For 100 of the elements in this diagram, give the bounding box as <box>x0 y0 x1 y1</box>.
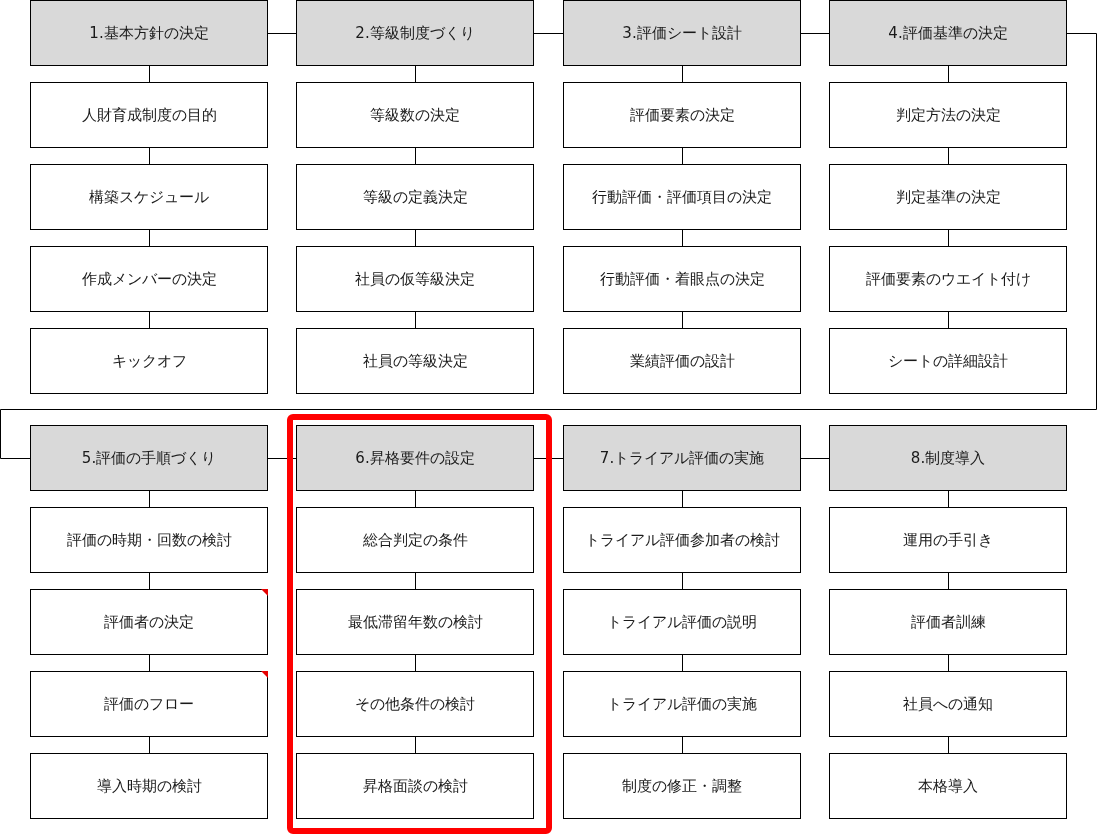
task-box <box>296 328 534 394</box>
connector-line <box>682 147 683 165</box>
task-box <box>563 589 801 655</box>
task-box <box>296 671 534 737</box>
connector-line <box>415 490 416 508</box>
connector-line <box>149 65 150 83</box>
task-text: トライアル評価参加者の検討 <box>583 530 781 550</box>
connector-line <box>415 65 416 83</box>
connector-line <box>415 736 416 754</box>
task-text: キックオフ <box>110 351 188 371</box>
task-text: 行動評価・着眼点の決定 <box>598 269 766 289</box>
task-text: 等級の定義決定 <box>361 187 469 207</box>
task-text: その他条件の検討 <box>354 694 476 714</box>
connector-line <box>149 490 150 508</box>
task-box <box>296 82 534 148</box>
task-box <box>829 671 1067 737</box>
task-text: 評価者訓練 <box>909 612 987 632</box>
task-text: 最低滞留年数の検討 <box>346 612 484 632</box>
connector-line <box>267 33 297 34</box>
task-text: 社員の仮等級決定 <box>354 269 476 289</box>
task-box <box>30 507 268 573</box>
connector-line <box>415 654 416 672</box>
task-text: 運用の手引き <box>902 530 994 550</box>
task-text: 等級数の決定 <box>369 105 461 125</box>
connector-line <box>415 229 416 247</box>
connector-line <box>415 572 416 590</box>
step-header-box <box>829 425 1067 491</box>
connector-line <box>682 654 683 672</box>
task-text: 制度の修正・調整 <box>621 776 743 796</box>
connector-line <box>149 147 150 165</box>
task-text: 評価のフロー <box>103 694 195 714</box>
step-header-box <box>563 425 801 491</box>
task-box <box>30 671 268 737</box>
task-text: 昇格面談の検討 <box>361 776 469 796</box>
task-text: 判定基準の決定 <box>894 187 1002 207</box>
task-box <box>563 753 801 819</box>
task-text: トライアル評価の説明 <box>606 612 758 632</box>
step-header-box <box>30 425 268 491</box>
step-title: 7.トライアル評価の実施 <box>598 448 766 468</box>
task-box <box>829 164 1067 230</box>
connector-line <box>800 458 830 459</box>
task-text: 本格導入 <box>917 776 979 796</box>
task-box <box>563 164 801 230</box>
task-box <box>30 328 268 394</box>
task-box <box>829 589 1067 655</box>
task-text: 業績評価の設計 <box>628 351 736 371</box>
connector-line <box>948 147 949 165</box>
connector-line <box>149 572 150 590</box>
connector-line <box>415 147 416 165</box>
task-text: シートの詳細設計 <box>887 351 1009 371</box>
task-text: 構築スケジュール <box>88 187 210 207</box>
task-text: 判定方法の決定 <box>894 105 1002 125</box>
connector-line <box>948 65 949 83</box>
step-title: 3.評価シート設計 <box>621 23 743 43</box>
connector-line <box>948 490 949 508</box>
task-box <box>296 589 534 655</box>
connector-line <box>682 229 683 247</box>
step-title: 5.評価の手順づくり <box>80 448 218 468</box>
task-box <box>30 82 268 148</box>
task-box <box>829 82 1067 148</box>
connector-line <box>267 458 297 459</box>
task-text: 評価要素の決定 <box>628 105 736 125</box>
task-box <box>829 507 1067 573</box>
step-header-box <box>296 0 534 66</box>
step-header-box <box>296 425 534 491</box>
step-header-box <box>30 0 268 66</box>
connector-line <box>948 736 949 754</box>
connector-line <box>415 311 416 329</box>
connector-line <box>0 33 1097 459</box>
connector-line <box>149 229 150 247</box>
task-box <box>30 753 268 819</box>
task-box <box>563 82 801 148</box>
connector-line <box>682 572 683 590</box>
step-title: 4.評価基準の決定 <box>887 23 1009 43</box>
task-box <box>296 164 534 230</box>
task-box <box>30 246 268 312</box>
step-header-box <box>829 0 1067 66</box>
connector-line <box>533 33 564 34</box>
task-text: 作成メンバーの決定 <box>80 269 218 289</box>
connector-line <box>533 458 564 459</box>
connector-line <box>948 311 949 329</box>
step-title: 1.基本方針の決定 <box>88 23 210 43</box>
task-text: 行動評価・評価項目の決定 <box>591 187 773 207</box>
task-box <box>563 507 801 573</box>
connector-line <box>149 654 150 672</box>
task-text: 評価の時期・回数の検討 <box>65 530 233 550</box>
connector-line <box>948 229 949 247</box>
connector-line <box>149 311 150 329</box>
task-text: 人財育成制度の目的 <box>80 105 218 125</box>
task-box <box>563 246 801 312</box>
connector-line <box>149 736 150 754</box>
connector-line <box>800 33 830 34</box>
step-title: 2.等級制度づくり <box>354 23 476 43</box>
task-box <box>829 328 1067 394</box>
task-text: 評価要素のウエイト付け <box>864 269 1032 289</box>
task-text: トライアル評価の実施 <box>606 694 758 714</box>
step-title: 8.制度導入 <box>909 448 987 468</box>
task-box <box>296 246 534 312</box>
connector-line <box>682 311 683 329</box>
connector-line <box>682 736 683 754</box>
